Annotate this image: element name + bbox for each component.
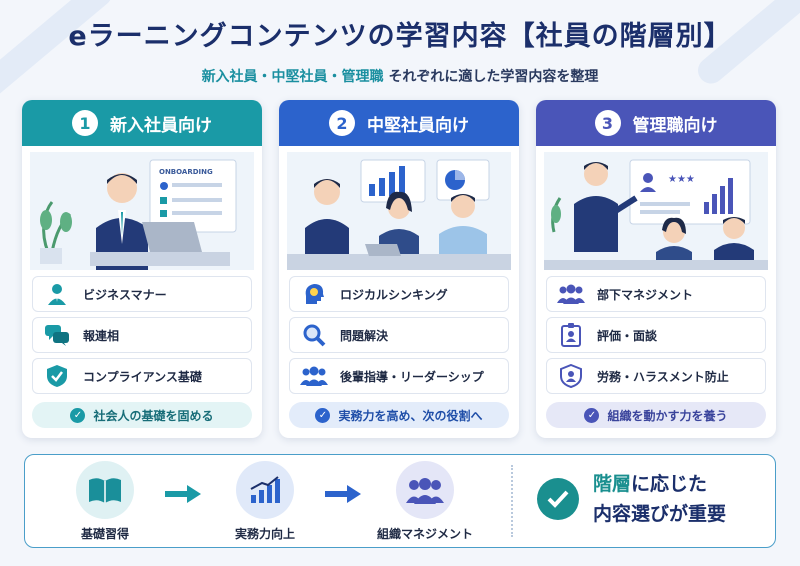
conclusion-line-1: 階層に応じた bbox=[593, 469, 726, 499]
summary-label: 実務力を高め、次の役割へ bbox=[338, 408, 483, 423]
flow-step-org-management: 組織マネジメント bbox=[365, 461, 485, 542]
divider bbox=[511, 465, 513, 537]
topic-problem-solving[interactable]: 問題解決 bbox=[289, 317, 509, 353]
shield-check-icon bbox=[43, 364, 71, 388]
growth-chart-icon bbox=[236, 461, 294, 519]
summary-label: 組織を動かす力を養う bbox=[607, 408, 728, 423]
conclusion-text: 階層に応じた 内容選びが重要 bbox=[593, 469, 726, 529]
summary-label: 社会人の基礎を固める bbox=[93, 408, 214, 423]
arrow-right-icon bbox=[325, 485, 361, 503]
card-summary: ✓ 実務力を高め、次の役割へ bbox=[289, 402, 509, 428]
topic-business-manners[interactable]: ビジネスマナー bbox=[32, 276, 252, 312]
card-manager: 3 管理職向け ★★★ 部下マネジメント 評価・面談 bbox=[536, 100, 776, 438]
svg-text:★★★: ★★★ bbox=[668, 174, 695, 185]
group-icon bbox=[396, 461, 454, 519]
magnifier-icon bbox=[300, 323, 328, 347]
lightbulb-head-icon bbox=[300, 282, 328, 306]
topic-compliance-basics[interactable]: コンプライアンス基礎 bbox=[32, 358, 252, 394]
check-icon: ✓ bbox=[70, 407, 86, 423]
topic-label: 報連相 bbox=[83, 328, 120, 343]
topic-logical-thinking[interactable]: ロジカルシンキング bbox=[289, 276, 509, 312]
conclusion-line1-rest: に応じた bbox=[631, 473, 708, 495]
card-mid-level-employee: 2 中堅社員向け ロジカルシンキング 問題解決 bbox=[279, 100, 519, 438]
flow-step-label: 基礎習得 bbox=[80, 527, 129, 541]
card-summary: ✓ 社会人の基礎を固める bbox=[32, 402, 252, 428]
topic-label: コンプライアンス基礎 bbox=[83, 369, 202, 384]
business-person-icon bbox=[43, 282, 71, 306]
card-new-employee: 1 新入社員向け ONBOARDING ビジネスマナー 報連相 bbox=[22, 100, 262, 438]
card-header: 3 管理職向け bbox=[536, 100, 776, 146]
check-circle-icon bbox=[537, 478, 579, 520]
card-header: 1 新入社員向け bbox=[22, 100, 262, 146]
flow-step-practical-skills: 実務力向上 bbox=[205, 461, 325, 542]
subtitle-rest: それぞれに適した学習内容を整理 bbox=[388, 69, 599, 85]
topic-list: 部下マネジメント 評価・面談 労務・ハラスメント防止 bbox=[546, 276, 766, 399]
topic-label: 労務・ハラスメント防止 bbox=[597, 369, 729, 384]
topic-subordinate-management[interactable]: 部下マネジメント bbox=[546, 276, 766, 312]
card-title: 新入社員向け bbox=[110, 115, 212, 136]
topic-evaluation-interview[interactable]: 評価・面談 bbox=[546, 317, 766, 353]
check-icon: ✓ bbox=[584, 407, 600, 423]
topic-report-contact-consult[interactable]: 報連相 bbox=[32, 317, 252, 353]
page-subtitle: 新入社員・中堅社員・管理職 それぞれに適した学習内容を整理 bbox=[0, 66, 800, 86]
topic-label: 後輩指導・リーダーシップ bbox=[340, 369, 484, 384]
flow-step-label: 組織マネジメント bbox=[376, 527, 473, 541]
conclusion: 階層に応じた 内容選びが重要 bbox=[537, 469, 726, 529]
shield-person-icon bbox=[557, 364, 585, 388]
topic-labor-harassment-prevention[interactable]: 労務・ハラスメント防止 bbox=[546, 358, 766, 394]
topic-label: 部下マネジメント bbox=[597, 287, 694, 302]
card-number: 1 bbox=[72, 110, 98, 136]
onboarding-illustration: ONBOARDING bbox=[30, 152, 254, 270]
card-number: 3 bbox=[594, 110, 621, 136]
conclusion-accent: 階層 bbox=[593, 473, 632, 495]
id-badge-icon bbox=[557, 323, 585, 347]
topic-label: ロジカルシンキング bbox=[340, 287, 448, 302]
topic-label: 評価・面談 bbox=[597, 328, 658, 343]
team-icon bbox=[300, 364, 328, 388]
card-title: 管理職向け bbox=[632, 115, 718, 136]
card-summary: ✓ 組織を動かす力を養う bbox=[546, 402, 766, 428]
flow-step-label: 実務力向上 bbox=[234, 527, 295, 541]
learning-flow-panel: 基礎習得 実務力向上 組織マネジメント 階層に応じた 内容選びが重要 bbox=[24, 454, 776, 548]
topic-list: ロジカルシンキング 問題解決 後輩指導・リーダーシップ bbox=[289, 276, 509, 399]
card-title: 中堅社員向け bbox=[367, 115, 469, 136]
card-number: 2 bbox=[329, 110, 355, 136]
subtitle-highlight: 新入社員・中堅社員・管理職 bbox=[201, 69, 384, 85]
onboarding-label: ONBOARDING bbox=[159, 168, 213, 176]
team-icon bbox=[557, 282, 585, 306]
topic-label: ビジネスマナー bbox=[83, 287, 167, 302]
conclusion-line-2: 内容選びが重要 bbox=[593, 503, 727, 525]
team-meeting-illustration bbox=[287, 152, 511, 270]
page-title: eラーニングコンテンツの学習内容【社員の階層別】 bbox=[68, 21, 732, 52]
topic-list: ビジネスマナー 報連相 コンプライアンス基礎 bbox=[32, 276, 252, 399]
topic-label: 問題解決 bbox=[340, 328, 389, 343]
book-icon bbox=[76, 461, 134, 519]
check-icon: ✓ bbox=[315, 407, 331, 423]
chat-bubbles-icon bbox=[43, 323, 71, 347]
presentation-illustration: ★★★ bbox=[544, 152, 768, 270]
arrow-right-icon bbox=[165, 485, 201, 503]
flow-step-basics: 基礎習得 bbox=[45, 461, 165, 542]
card-header: 2 中堅社員向け bbox=[279, 100, 519, 146]
topic-mentoring-leadership[interactable]: 後輩指導・リーダーシップ bbox=[289, 358, 509, 394]
